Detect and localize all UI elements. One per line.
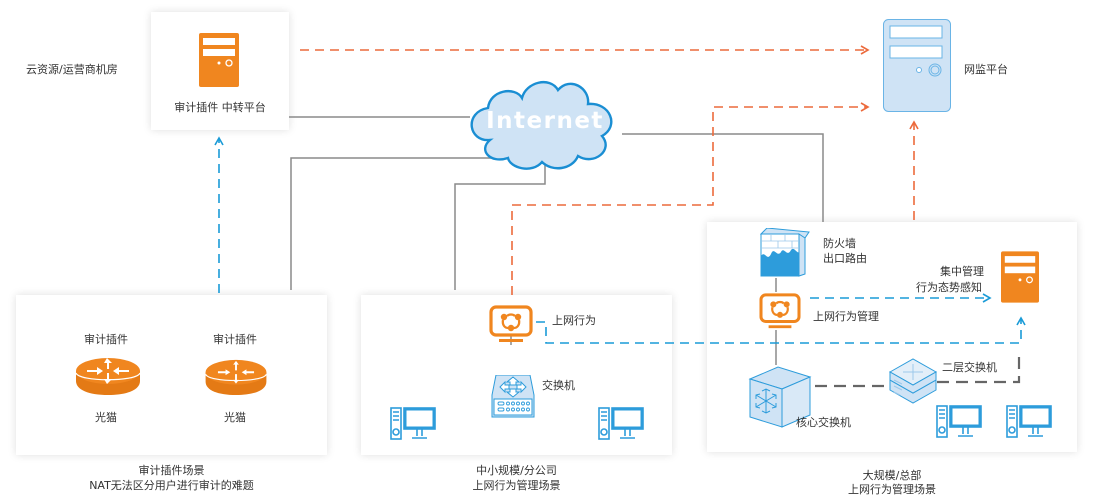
firewall-icon — [759, 228, 810, 277]
firewall-label-2: 出口路由 — [823, 252, 867, 265]
large-behavior-label: 上网行为管理 — [813, 310, 879, 323]
switch-icon — [491, 375, 535, 418]
plugin-scenario-card — [16, 295, 327, 455]
large-scenario-caption-2: 上网行为管理场景 — [848, 483, 936, 496]
plugin-device-2-top-label: 审计插件 — [213, 333, 257, 346]
internet-label: Internet — [486, 108, 604, 134]
l2-switch-label: 二层交换机 — [942, 361, 997, 374]
line-plugin-internet — [290, 157, 505, 290]
large-scenario-caption-1: 大规模/总部 — [862, 469, 922, 482]
line-small-internet — [454, 160, 546, 290]
behavior-management-icon — [489, 305, 533, 342]
central-server-icon — [1001, 251, 1039, 303]
core-switch-icon — [748, 366, 812, 428]
server-icon — [199, 33, 239, 87]
firewall-label-1: 防火墙 — [823, 237, 856, 250]
monitor-platform-label: 网监平台 — [964, 63, 1008, 76]
small-scenario-caption-2: 上网行为管理场景 — [472, 479, 561, 492]
plugin-scenario-caption-2: NAT无法区分用户进行审计的难题 — [89, 479, 254, 492]
cloud-room-label: 云资源/运营商机房 — [26, 63, 118, 76]
computer-icon — [1006, 405, 1052, 438]
behavior-management-icon — [759, 293, 801, 329]
core-switch-label: 核心交换机 — [796, 416, 851, 429]
computer-icon — [598, 407, 644, 440]
small-switch-label: 交换机 — [542, 379, 575, 392]
plugin-device-1-bottom-label: 光猫 — [95, 411, 117, 424]
cloud-icon — [470, 80, 613, 170]
line-l2switch-uplink — [937, 350, 1021, 384]
monitor-platform-server-icon — [883, 19, 951, 112]
computer-icon — [936, 405, 982, 438]
orange-small-to-monitor — [511, 102, 870, 295]
line-internet-large — [622, 133, 824, 222]
small-scenario-caption-1: 中小规模/分公司 — [476, 464, 557, 477]
blue-small-to-central — [536, 316, 1026, 344]
small-behavior-label: 上网行为 — [552, 314, 596, 327]
central-label-1: 集中管理 — [940, 265, 984, 278]
router-icon — [205, 359, 267, 396]
central-label-2: 行为态势感知 — [916, 281, 982, 294]
router-icon — [75, 358, 141, 395]
plugin-device-1-top-label: 审计插件 — [84, 333, 128, 346]
computer-icon — [390, 407, 436, 440]
l2-switch-icon — [888, 358, 938, 404]
plugin-scenario-caption-1: 审计插件场景 — [138, 464, 205, 477]
cloud-room-server-label: 审计插件 中转平台 — [174, 101, 266, 114]
plugin-device-2-bottom-label: 光猫 — [224, 411, 246, 424]
